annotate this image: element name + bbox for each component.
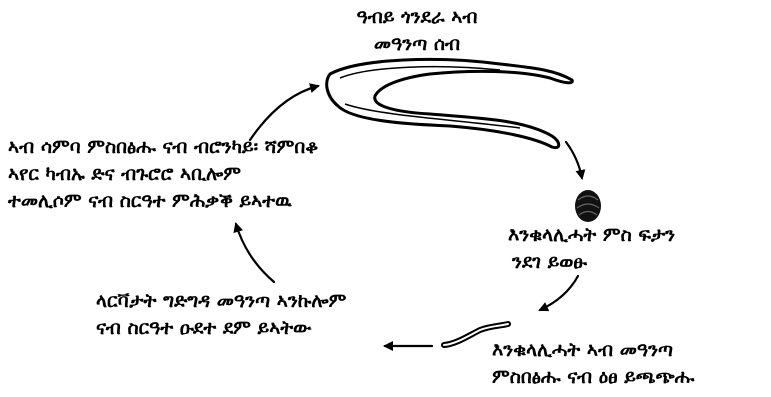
label-larva-hatch: እንቁላሊሓት ኣብ መዓንጣ ምስበፅሑ ናብ ዕፀ ይጫጭሑ — [492, 337, 694, 391]
label-larva-hatch-line-2: ምስበፅሑ ናብ ዕፀ ይጫጭሑ — [492, 364, 694, 391]
label-larva-blood-line-1: ላርቫታት ግድግዳ መዓንጣ ኣንኩሎም — [96, 288, 346, 315]
egg-icon — [575, 190, 601, 222]
label-egg-line-2: ንደገ ይወፁ — [508, 249, 675, 276]
label-larva-hatch-line-1: እንቁላሊሓት ኣብ መዓንጣ — [492, 337, 694, 364]
arrow-worm-to-egg — [566, 142, 582, 178]
label-adult-worm-line-2: መዓንጣ ሰብ — [322, 31, 512, 58]
label-egg: እንቁላሊሓት ምስ ፍታን ንደገ ይወፁ — [508, 222, 675, 276]
label-lungs-line-2: ኣየር ካብኡ ድና ብጉሮሮ ኣቢሎም — [8, 161, 318, 188]
label-larva-blood-line-2: ናብ ስርዓተ ዑደተ ደም ይኣትው — [96, 315, 346, 342]
label-lungs-line-1: ኣብ ሳምባ ምስበፅሑ ናብ ብሮንካይ፡ ሻምበቆ — [8, 134, 318, 161]
label-egg-line-1: እንቁላሊሓት ምስ ፍታን — [508, 222, 675, 249]
label-lungs: ኣብ ሳምባ ምስበፅሑ ናብ ብሮንካይ፡ ሻምበቆ ኣየር ካብኡ ድና ብ… — [8, 134, 318, 215]
arrow-egg-to-larva — [540, 276, 578, 310]
label-larva-blood: ላርቫታት ግድግዳ መዓንጣ ኣንኩሎም ናብ ስርዓተ ዑደተ ደም ይኣት… — [96, 288, 346, 342]
label-adult-worm-line-1: ዓብይ ጎንደራ ኣብ — [322, 4, 512, 31]
label-adult-worm: ዓብይ ጎንደራ ኣብ መዓንጣ ሰብ — [322, 4, 512, 58]
arrow-blood-to-lungs — [236, 224, 274, 282]
arrow-lungs-to-worm — [250, 86, 318, 140]
label-lungs-line-3: ተመሊሶም ናብ ስርዓተ ምሕቃቕ ይኣተዉ — [8, 188, 318, 215]
adult-worm-icon — [327, 59, 573, 147]
